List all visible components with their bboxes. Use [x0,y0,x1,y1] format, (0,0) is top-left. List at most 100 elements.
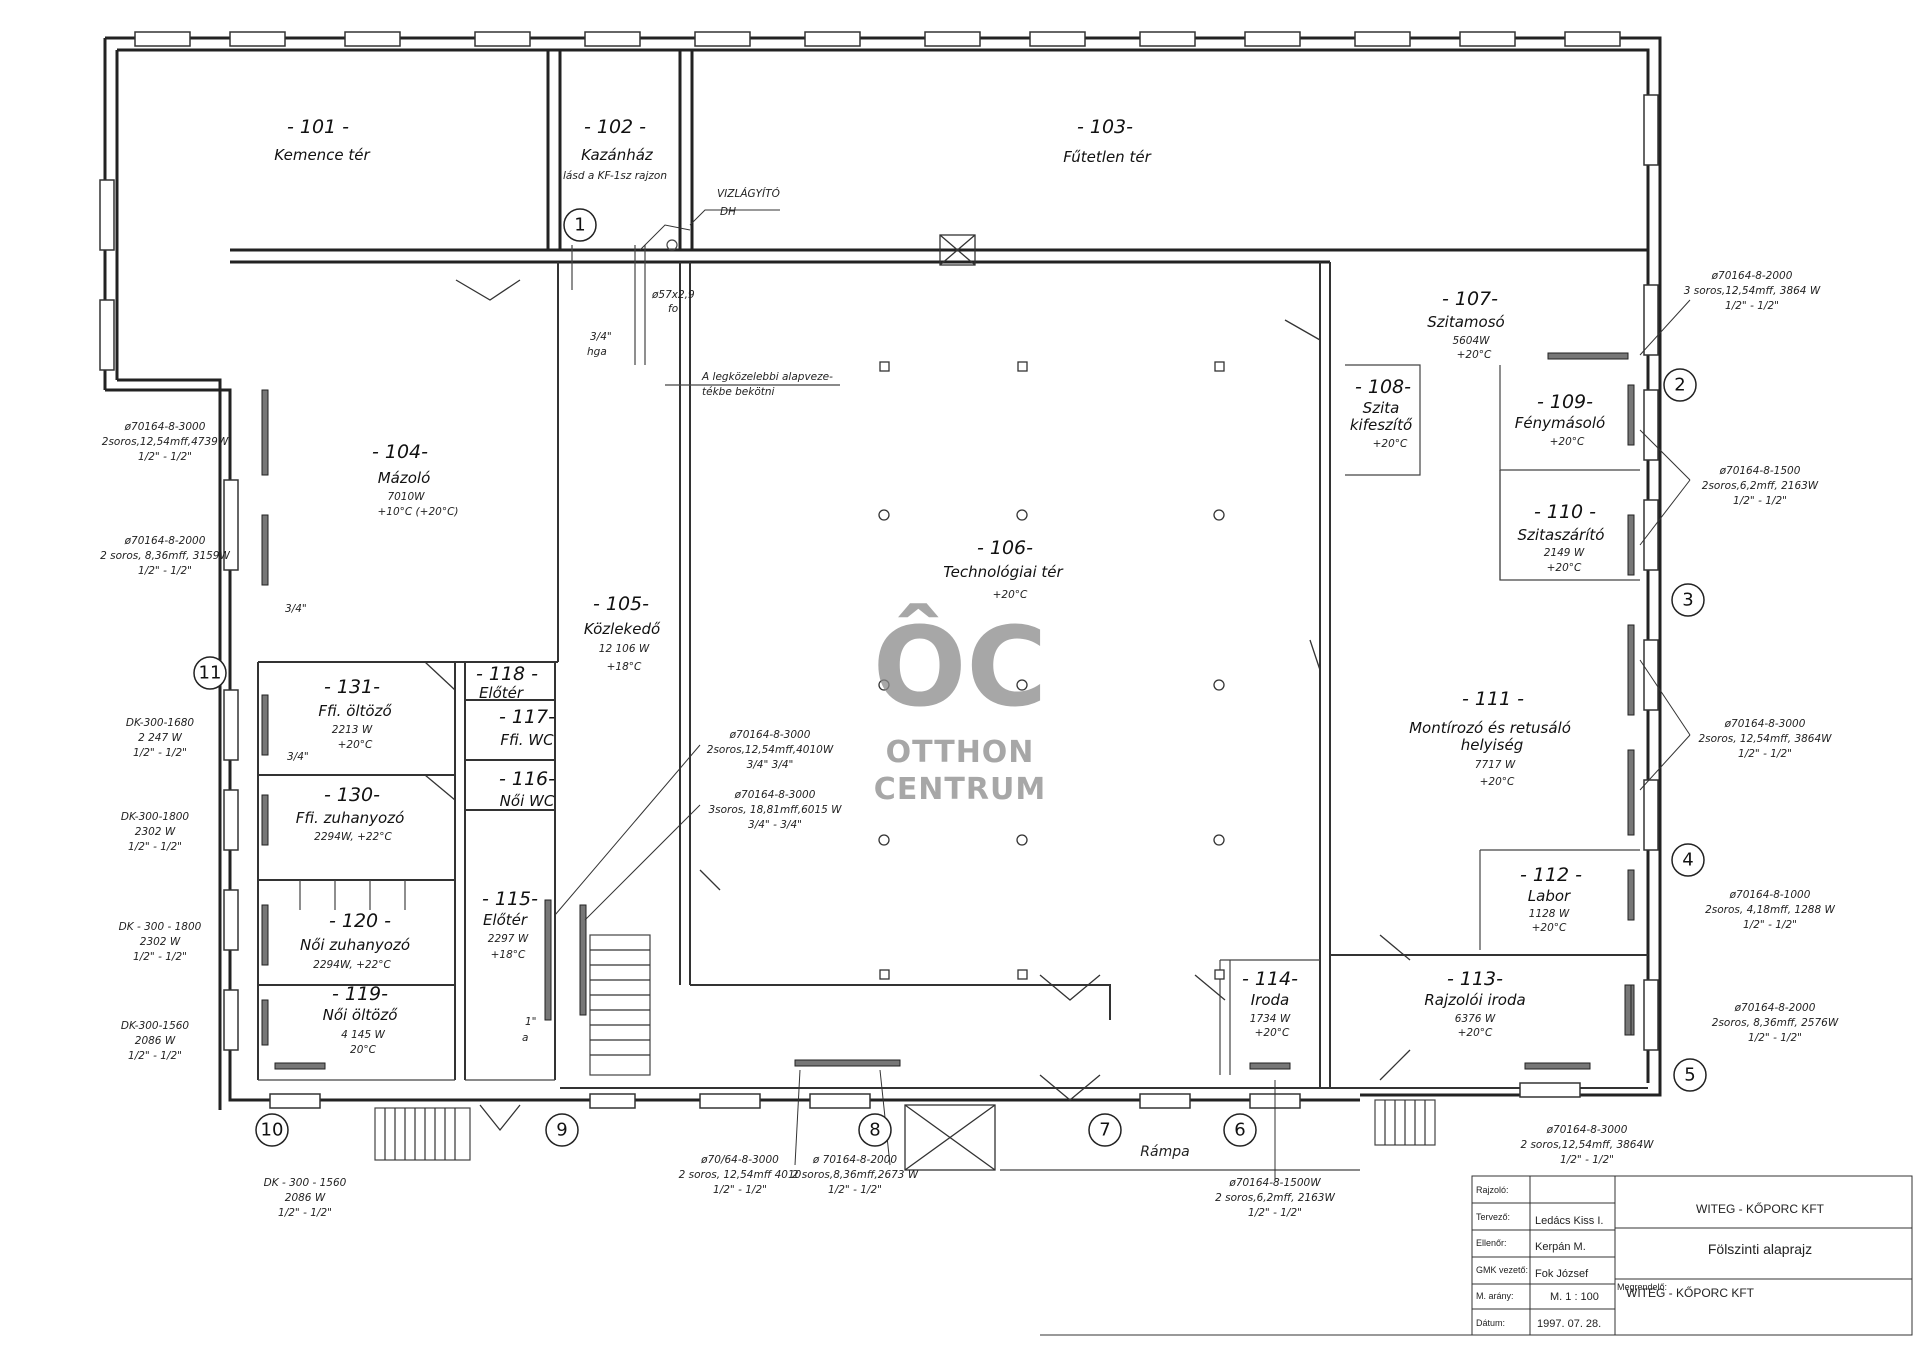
svg-text:1/2" - 1/2": 1/2" - 1/2" [1748,1032,1802,1044]
svg-text:1": 1" [525,1016,537,1028]
svg-text:3/4" 3/4": 3/4" 3/4" [747,759,794,771]
svg-text:+18°C: +18°C [491,949,526,961]
room-110: - 110 - Szitaszárító 2149 W +20°C [1518,501,1605,574]
misc-labels: Rámpa VIZLÁGYÍTÓ DH fo ø57x2,9 3/4" hga … [285,187,1190,1160]
otthon-centrum-watermark: ÔC OTTHON CENTRUM [873,603,1047,807]
svg-text:ø70164-8-2000: ø70164-8-2000 [1734,1002,1816,1014]
svg-text:10: 10 [261,1120,284,1141]
svg-text:+20°C: +20°C [338,739,373,751]
svg-text:12 106 W: 12 106 W [599,643,650,655]
radiator-note: ø70164-8-1500W 2 soros,6,2mff, 2163W 1/2… [1215,1177,1335,1219]
svg-text:9: 9 [556,1120,567,1141]
room-116: - 116- Női WC [499,768,555,810]
svg-text:- 113-: - 113- [1447,968,1503,990]
svg-text:1/2" - 1/2": 1/2" - 1/2" [1733,495,1787,507]
room-112: - 112 - Labor 1128 W +20°C [1520,864,1582,934]
hall-columns [878,361,1225,980]
svg-text:2213 W: 2213 W [332,724,373,736]
svg-text:Montírozó és retusáló: Montírozó és retusáló [1409,719,1571,737]
svg-text:DK-300-1800: DK-300-1800 [121,811,190,823]
svg-text:- 105-: - 105- [593,593,649,615]
svg-text:3 soros,12,54mff, 3864 W: 3 soros,12,54mff, 3864 W [1684,285,1821,297]
svg-text:+20°C: +20°C [1532,922,1567,934]
svg-text:ø70164-8-1500: ø70164-8-1500 [1719,465,1801,477]
axis-marker: 3 [1671,583,1705,617]
svg-text:+20°C: +20°C [1457,349,1492,361]
room-117: - 117- Ffi. WC [499,706,555,749]
svg-text:- 101 -: - 101 - [287,116,349,138]
room-102: - 102 - Kazánház lásd a KF-1sz rajzon [563,116,667,182]
radiator-note: DK-300-1800 2302 W 1/2" - 1/2" [121,811,190,853]
svg-text:2soros, 4,18mff, 1288 W: 2soros, 4,18mff, 1288 W [1705,904,1835,916]
svg-text:1/2" - 1/2": 1/2" - 1/2" [1560,1154,1614,1166]
room-101: - 101 - Kemence tér [274,116,370,164]
svg-text:tékbe bekötni: tékbe bekötni [702,386,775,398]
title-block: Rajzoló: Tervező: Ledács Kiss I. Ellenőr… [1040,1175,1913,1336]
svg-text:1/2" - 1/2": 1/2" - 1/2" [1248,1207,1302,1219]
svg-text:3/4": 3/4" [287,751,309,763]
svg-text:Kemence tér: Kemence tér [274,146,370,164]
svg-text:DK-300-1680: DK-300-1680 [126,717,195,729]
room-104: - 104- Mázoló 7010W +10°C (+20°C) [372,441,459,518]
radiator-note: ø70164-8-2000 3 soros,12,54mff, 3864 W 1… [1684,270,1821,312]
svg-text:Szitamosó: Szitamosó [1427,313,1504,331]
svg-text:2 soros,8,36mff,2673 W: 2 soros,8,36mff,2673 W [792,1169,919,1181]
svg-text:5604W: 5604W [1452,335,1490,347]
room-108: - 108- Szita kifeszítő +20°C [1350,376,1413,450]
svg-text:4 145 W: 4 145 W [341,1029,385,1041]
room-130: - 130- Ffi. zuhanyozó 2294W, +22°C [296,784,405,843]
svg-text:2149 W: 2149 W [1544,547,1585,559]
ramp-label: Rámpa [1140,1144,1189,1160]
room-115: - 115- Előtér 2297 W +18°C [482,888,538,961]
svg-text:1128 W: 1128 W [1529,908,1570,920]
svg-text:Iroda: Iroda [1251,991,1289,1009]
svg-text:ÔC: ÔC [873,603,1047,731]
client-name: WITEG - KŐPORC KFT [1626,1285,1755,1300]
room-114: - 114- Iroda 1734 W +20°C [1242,968,1298,1039]
svg-text:3/4": 3/4" [285,603,307,615]
svg-text:Női zuhanyozó: Női zuhanyozó [300,936,410,954]
drawing-title: Fölszinti alaprajz [1708,1241,1812,1257]
svg-text:ø57x2,9: ø57x2,9 [651,289,695,301]
svg-text:Ffi. öltöző: Ffi. öltöző [318,702,392,720]
radiator-note: ø70164-8-3000 3soros, 18,81mff,6015 W 3/… [708,789,842,831]
radiator-note: ø70164-8-3000 2soros,12,54mff,4739W 1/2"… [102,421,229,463]
svg-text:- 120 -: - 120 - [329,910,391,932]
axis-marker: 9 [545,1113,579,1147]
svg-text:7010W: 7010W [387,491,425,503]
svg-text:- 102 -: - 102 - [584,116,646,138]
svg-text:2: 2 [1674,375,1685,396]
svg-text:2 soros,12,54mff, 3864W: 2 soros,12,54mff, 3864W [1520,1139,1654,1151]
svg-text:Megrendelő:: Megrendelő: [1617,1282,1667,1292]
svg-text:ø70164-8-3000: ø70164-8-3000 [734,789,816,801]
svg-text:Női WC: Női WC [500,792,555,810]
radiator-note: DK - 300 - 1560 2086 W 1/2" - 1/2" [264,1177,347,1219]
svg-text:+10°C (+20°C): +10°C (+20°C) [377,506,458,518]
svg-text:3soros, 18,81mff,6015 W: 3soros, 18,81mff,6015 W [708,804,842,816]
svg-text:DH: DH [720,206,736,218]
svg-text:2086 W: 2086 W [135,1035,176,1047]
svg-text:6376 W: 6376 W [1455,1013,1496,1025]
svg-text:kifeszítő: kifeszítő [1350,416,1413,434]
svg-text:1/2" - 1/2": 1/2" - 1/2" [713,1184,767,1196]
svg-text:Labor: Labor [1528,887,1571,905]
svg-text:- 111 -: - 111 - [1462,688,1524,710]
svg-text:2302 W: 2302 W [140,936,181,948]
svg-text:2 soros, 8,36mff, 3159W: 2 soros, 8,36mff, 3159W [100,550,230,562]
top-windows [134,31,1621,47]
svg-text:Fok József: Fok József [1535,1268,1589,1280]
svg-text:1/2" - 1/2": 1/2" - 1/2" [828,1184,882,1196]
svg-text:+20°C: +20°C [1480,776,1515,788]
svg-text:3/4": 3/4" [590,331,612,343]
svg-text:- 130-: - 130- [324,784,380,806]
svg-text:ø70164-8-3000: ø70164-8-3000 [1546,1124,1628,1136]
svg-text:Ffi. WC: Ffi. WC [500,731,554,749]
svg-text:DK-300-1560: DK-300-1560 [121,1020,190,1032]
svg-text:2 soros,6,2mff, 2163W: 2 soros,6,2mff, 2163W [1215,1192,1335,1204]
svg-text:- 114-: - 114- [1242,968,1298,990]
svg-text:ø70164-8-3000: ø70164-8-3000 [1724,718,1806,730]
svg-text:hga: hga [587,346,607,358]
svg-text:+18°C: +18°C [607,661,642,673]
svg-text:Szita: Szita [1363,399,1400,417]
svg-text:2soros,12,54mff,4010W: 2soros,12,54mff,4010W [707,744,834,756]
